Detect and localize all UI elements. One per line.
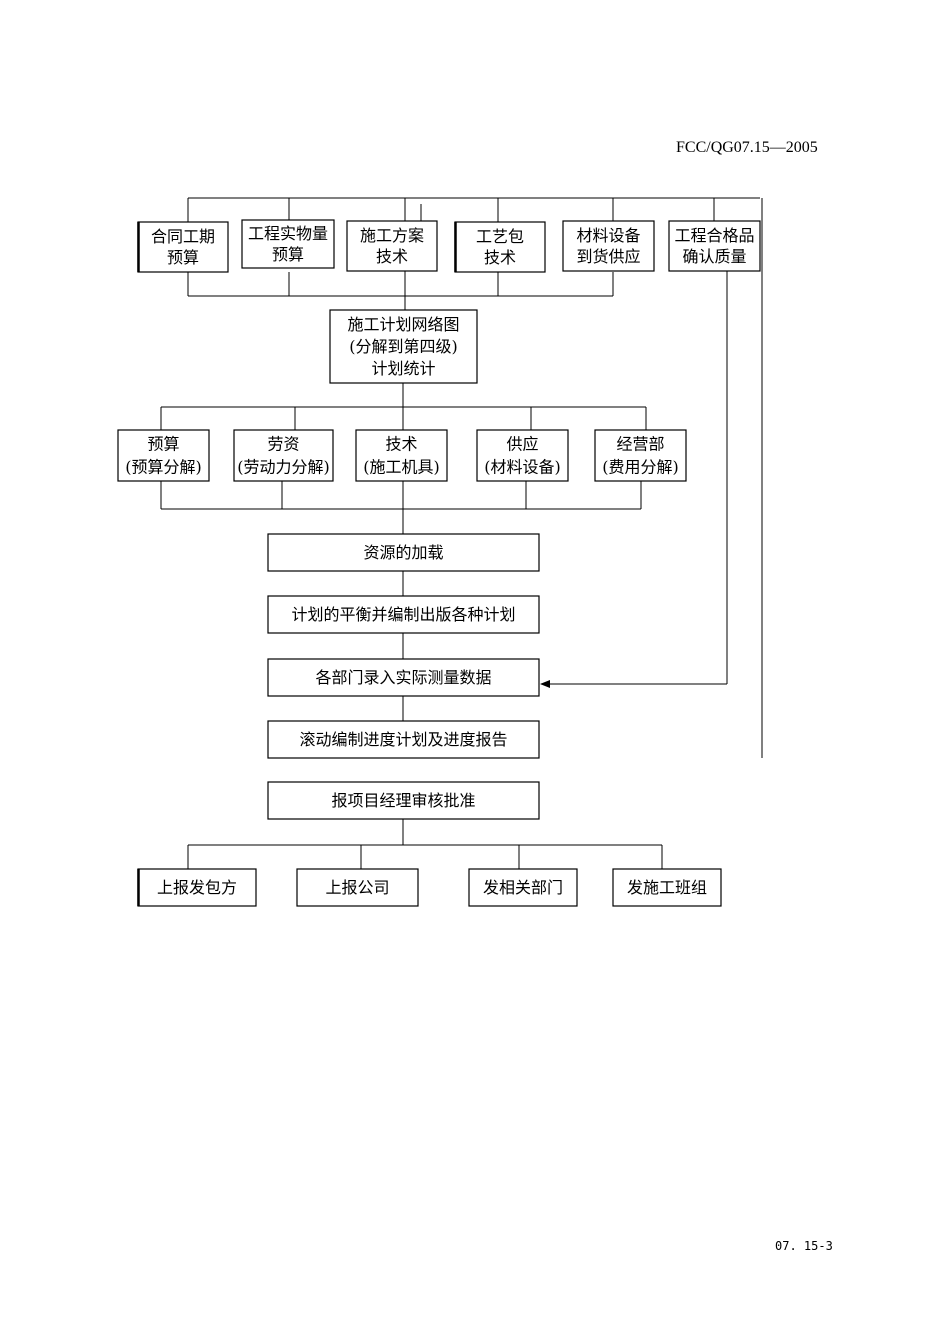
dept-operations-box-label-line: (费用分解): [602, 458, 679, 477]
network-plan-box: 施工计划网络图 (分解到第四级) 计划统计: [329, 309, 478, 384]
report-company-box-label-line: 上报公司: [325, 878, 389, 897]
dept-operations-box-label-line: 经营部: [616, 435, 664, 454]
dept-budget-box-label-line: (预算分解): [125, 458, 202, 477]
dept-labor-box-label-line: 劳资: [267, 435, 299, 454]
dept-supply-box-border: [476, 429, 569, 482]
resource-loading-box-label-line: 资源的加载: [363, 543, 443, 562]
dept-operations-box: 经营部 (费用分解): [594, 429, 687, 482]
dept-labor-box: 劳资 (劳动力分解): [233, 429, 334, 482]
process-package-box-border: [454, 221, 546, 273]
construction-scheme-box-border: [346, 220, 438, 272]
actual-data-entry-box-label-line: 各部门录入实际测量数据: [315, 668, 491, 687]
rolling-schedule-box: 滚动编制进度计划及进度报告: [267, 720, 540, 759]
actual-data-entry-box: 各部门录入实际测量数据: [267, 658, 540, 697]
dept-budget-box-label-line: 预算: [147, 435, 179, 454]
contract-duration-budget-box-label-line: 预算: [167, 248, 199, 267]
send-work-teams-box: 发施工班组: [612, 868, 722, 907]
report-company-box: 上报公司: [296, 868, 419, 907]
network-plan-box-label-line: (分解到第四级): [349, 337, 458, 356]
network-plan-box-label-line: 计划统计: [371, 359, 435, 378]
contract-duration-budget-box-label-line: 合同工期: [151, 227, 215, 246]
resource-loading-box: 资源的加载: [267, 533, 540, 572]
document-code: FCC/QG07.15—2005: [676, 139, 818, 156]
dept-technology-box-border: [355, 429, 448, 482]
construction-scheme-box-label-line: 技术: [376, 247, 408, 266]
dept-technology-box: 技术 (施工机具): [355, 429, 448, 482]
pm-approval-box-border: [267, 781, 540, 820]
quality-confirmation-box-label-line: 工程合格品: [674, 226, 754, 245]
send-departments-box-label-line: 发相关部门: [483, 878, 563, 897]
network-plan-box-border: [329, 309, 478, 384]
dept-supply-box-label-line: 供应: [506, 435, 538, 454]
rolling-schedule-box-label-line: 滚动编制进度计划及进度报告: [299, 730, 507, 749]
process-package-box-label-line: 工艺包: [476, 227, 524, 246]
send-departments-box: 发相关部门: [468, 868, 578, 907]
send-departments-box-border: [468, 868, 578, 907]
report-client-box-label-line: 上报发包方: [157, 878, 237, 897]
dept-technology-box-label-line: (施工机具): [363, 458, 440, 477]
quantity-budget-box-border: [241, 219, 335, 269]
quality-confirmation-box-border: [668, 220, 761, 272]
dept-supply-box-label-line: (材料设备): [484, 458, 561, 477]
dept-supply-box: 供应 (材料设备): [476, 429, 569, 482]
flowchart-nodes: 合同工期预算工程实物量预算施工方案技术工艺包技术材料设备到货供应工程合格品确认质…: [117, 219, 761, 907]
rolling-schedule-box-border: [267, 720, 540, 759]
plan-balancing-box: 计划的平衡并编制出版各种计划: [267, 595, 540, 634]
material-supply-box-label-line: 到货供应: [576, 247, 640, 266]
dept-budget-box-border: [117, 429, 210, 482]
pm-approval-box: 报项目经理审核批准: [267, 781, 540, 820]
send-work-teams-box-border: [612, 868, 722, 907]
send-work-teams-box-label-line: 发施工班组: [627, 878, 707, 897]
dept-technology-box-label-line: 技术: [385, 435, 417, 454]
quantity-budget-box-label-line: 预算: [272, 245, 304, 264]
material-supply-box-label-line: 材料设备: [576, 226, 640, 245]
dept-labor-box-label-line: (劳动力分解): [237, 458, 330, 477]
dept-labor-box-border: [233, 429, 334, 482]
plan-balancing-box-border: [267, 595, 540, 634]
dept-operations-box-border: [594, 429, 687, 482]
contract-duration-budget-box-border: [137, 221, 229, 273]
network-plan-box-label-line: 施工计划网络图: [347, 315, 459, 334]
plan-balancing-box-label-line: 计划的平衡并编制出版各种计划: [291, 605, 515, 624]
page-number: 07. 15-3: [775, 1239, 833, 1253]
actual-data-entry-box-border: [267, 658, 540, 697]
report-client-box: 上报发包方: [137, 868, 257, 907]
dept-budget-box: 预算 (预算分解): [117, 429, 210, 482]
report-company-box-border: [296, 868, 419, 907]
material-supply-box-border: [562, 220, 655, 272]
quantity-budget-box-label-line: 工程实物量: [248, 224, 328, 243]
connector-lines: [160, 197, 763, 869]
process-package-box-label-line: 技术: [484, 248, 516, 267]
construction-scheme-box-label-line: 施工方案: [360, 226, 424, 245]
pm-approval-box-label-line: 报项目经理审核批准: [331, 791, 475, 810]
quality-confirmation-box-label-line: 确认质量: [682, 247, 746, 266]
resource-loading-box-border: [267, 533, 540, 572]
